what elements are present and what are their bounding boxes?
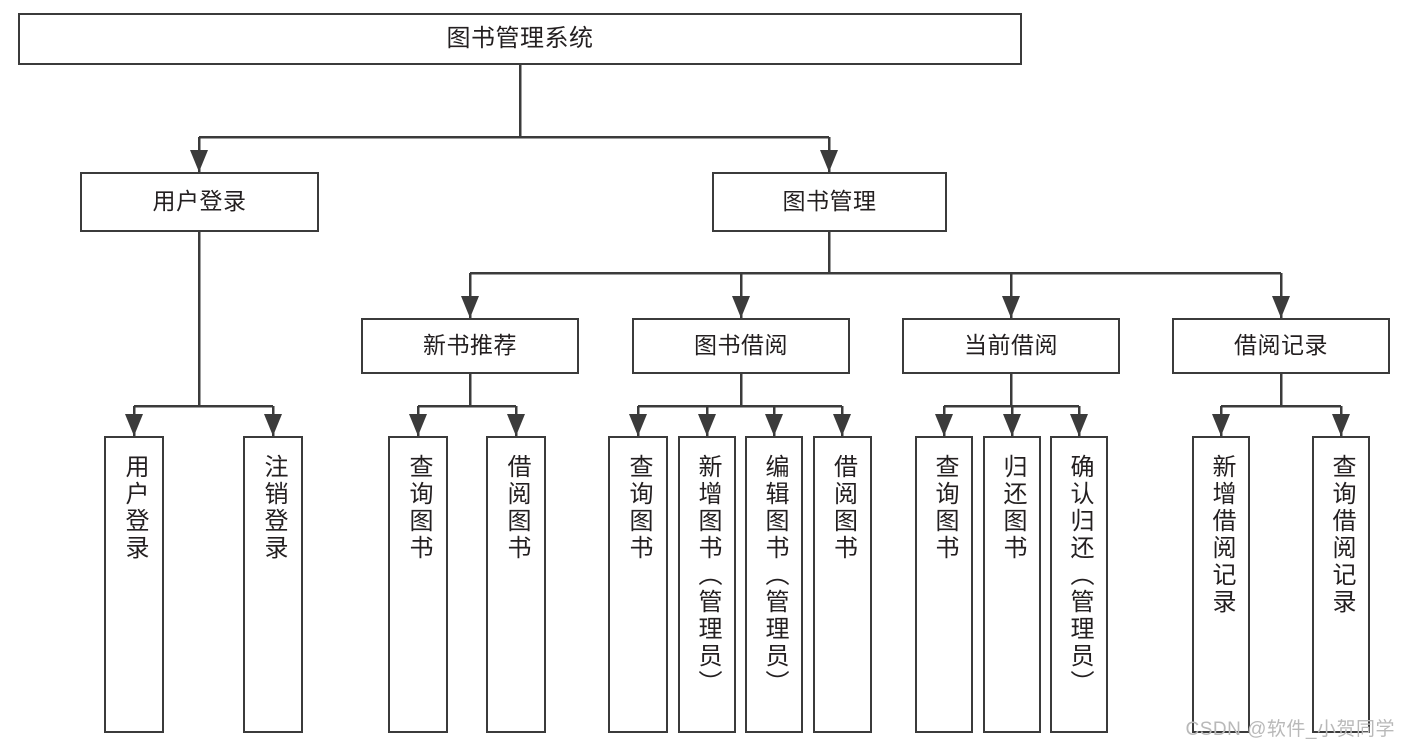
csdn-watermark: CSDN @软件_小贺同学 bbox=[1185, 719, 1395, 740]
node-label: 查询图书 bbox=[405, 454, 432, 562]
leaf-add-book-admin[interactable]: 新增图书（管理员） bbox=[678, 436, 736, 733]
leaf-confirm-return-admin[interactable]: 确认归还（管理员） bbox=[1050, 436, 1108, 733]
node-label: 借阅图书 bbox=[503, 454, 530, 562]
leaf-return-book[interactable]: 归还图书 bbox=[983, 436, 1041, 733]
node-label: 图书管理系统 bbox=[446, 24, 594, 52]
node-label: 编辑图书（管理员） bbox=[761, 454, 788, 697]
node-label: 新书推荐 bbox=[423, 332, 517, 359]
node-book-management[interactable]: 图书管理 bbox=[712, 172, 947, 232]
node-label: 查询借阅记录 bbox=[1328, 454, 1355, 616]
leaf-borrow-book[interactable]: 借阅图书 bbox=[813, 436, 872, 733]
node-label: 确认归还（管理员） bbox=[1066, 454, 1093, 697]
node-label: 新增图书（管理员） bbox=[694, 454, 721, 697]
node-label: 当前借阅 bbox=[964, 332, 1058, 359]
node-label: 借阅图书 bbox=[829, 454, 857, 562]
node-user-login[interactable]: 用户登录 bbox=[80, 172, 319, 232]
leaf-query-book-current[interactable]: 查询图书 bbox=[915, 436, 973, 733]
node-label: 归还图书 bbox=[999, 454, 1026, 562]
leaf-query-book-borrowing[interactable]: 查询图书 bbox=[608, 436, 668, 733]
leaf-user-logout[interactable]: 注销登录 bbox=[243, 436, 303, 733]
leaf-edit-book-admin[interactable]: 编辑图书（管理员） bbox=[745, 436, 803, 733]
leaf-borrow-book-recommendation[interactable]: 借阅图书 bbox=[486, 436, 546, 733]
node-label: 查询图书 bbox=[625, 454, 652, 562]
leaf-add-borrowing-record[interactable]: 新增借阅记录 bbox=[1192, 436, 1250, 733]
node-label: 用户登录 bbox=[152, 188, 247, 215]
node-root-system[interactable]: 图书管理系统 bbox=[18, 13, 1022, 65]
leaf-user-login[interactable]: 用户登录 bbox=[104, 436, 164, 733]
node-label: 注销登录 bbox=[260, 454, 287, 562]
node-label: 图书借阅 bbox=[694, 332, 788, 359]
node-label: 图书管理 bbox=[782, 188, 877, 215]
node-new-book-recommendation[interactable]: 新书推荐 bbox=[361, 318, 579, 374]
node-label: 查询图书 bbox=[931, 454, 958, 562]
node-book-borrowing[interactable]: 图书借阅 bbox=[632, 318, 850, 374]
node-current-borrowing[interactable]: 当前借阅 bbox=[902, 318, 1120, 374]
node-label: 用户登录 bbox=[121, 454, 148, 562]
node-label: 新增借阅记录 bbox=[1208, 454, 1235, 616]
leaf-query-borrowing-record[interactable]: 查询借阅记录 bbox=[1312, 436, 1370, 733]
leaf-query-book-recommendation[interactable]: 查询图书 bbox=[388, 436, 448, 733]
node-borrowing-record[interactable]: 借阅记录 bbox=[1172, 318, 1390, 374]
node-label: 借阅记录 bbox=[1234, 332, 1328, 359]
